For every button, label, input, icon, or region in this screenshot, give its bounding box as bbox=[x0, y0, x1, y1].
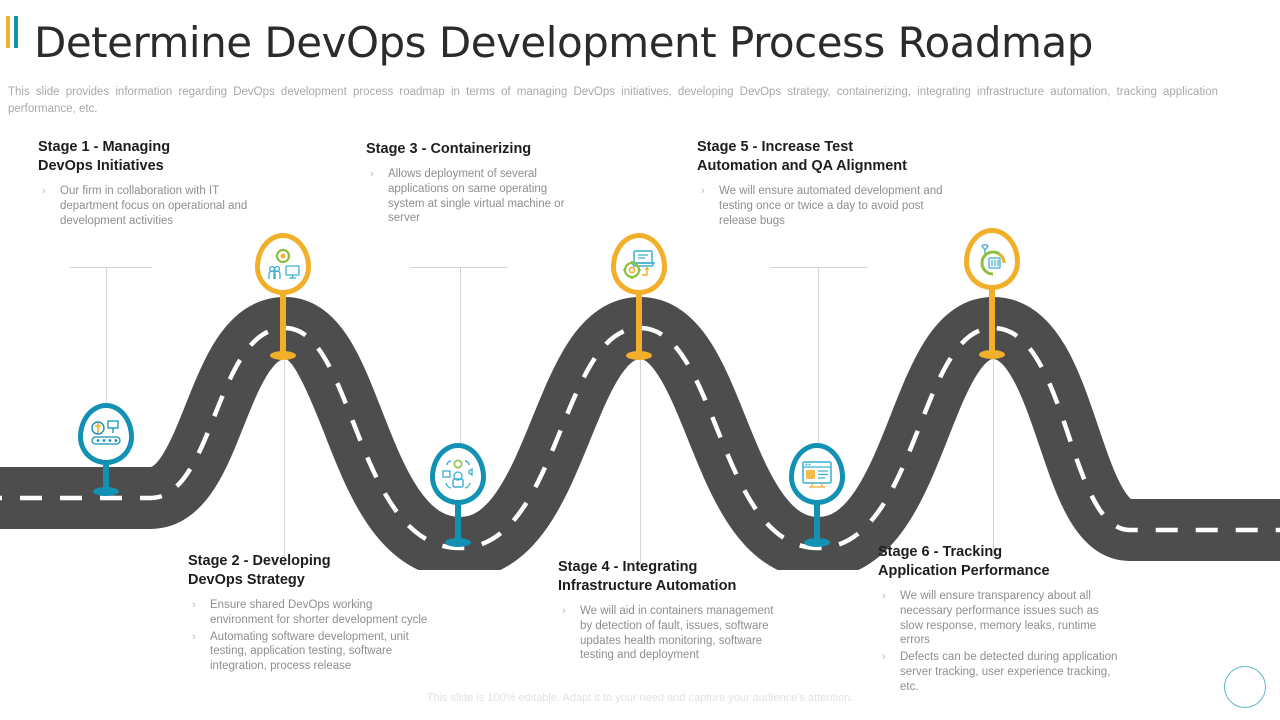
stage-pin-4[interactable] bbox=[611, 233, 671, 360]
list-item: ›Defects can be detected during applicat… bbox=[882, 651, 1118, 693]
list-item: ›We will aid in containers management by… bbox=[562, 605, 774, 662]
page-subtitle: This slide provides information regardin… bbox=[8, 86, 1218, 115]
stage-pin-1-head bbox=[78, 403, 134, 465]
stage-bullets-1: ›Our firm in collaboration with IT depar… bbox=[38, 184, 278, 228]
list-item: ›Ensure shared DevOps working environmen… bbox=[192, 599, 428, 626]
list-item: ›We will ensure transparency about all n… bbox=[882, 590, 1099, 647]
stage-title-6: Stage 6 - Tracking Application Performan… bbox=[878, 544, 1050, 580]
chevron-right-icon: › bbox=[42, 185, 46, 198]
chevron-right-icon: › bbox=[562, 605, 566, 618]
stage-text-6: Stage 6 - Tracking Application Performan… bbox=[878, 543, 1123, 696]
guide-line-h-stage1 bbox=[70, 267, 152, 268]
stage-pin-5[interactable] bbox=[789, 443, 849, 547]
chevron-right-icon: › bbox=[370, 168, 374, 181]
chevron-right-icon: › bbox=[192, 630, 196, 643]
guide-line-v-stage1 bbox=[106, 267, 107, 427]
accent-bar-yellow bbox=[6, 16, 10, 48]
stage-pin-3[interactable] bbox=[430, 443, 490, 547]
stage-pin-6-base bbox=[979, 350, 1005, 359]
list-item: ›Allows deployment of several applicatio… bbox=[370, 168, 565, 225]
guide-line-v-stage5 bbox=[818, 267, 819, 467]
stage-title-5: Stage 5 - Increase Test Automation and Q… bbox=[697, 139, 907, 175]
chevron-right-icon: › bbox=[701, 185, 705, 198]
stage-pin-4-base bbox=[626, 351, 652, 360]
stage-pin-4-head bbox=[611, 233, 667, 295]
guide-line-v-stage2 bbox=[284, 267, 285, 567]
list-item: ›Our firm in collaboration with IT depar… bbox=[42, 185, 248, 227]
stage-pin-6-stem bbox=[989, 282, 995, 358]
stage-pin-3-stem bbox=[455, 497, 461, 543]
factory-conveyor-icon bbox=[88, 417, 124, 451]
chevron-right-icon: › bbox=[882, 651, 886, 664]
stage-pin-6-head bbox=[964, 228, 1020, 290]
list-item: ›We will ensure automated development an… bbox=[701, 185, 943, 227]
page-title: Determine DevOps Development Process Roa… bbox=[34, 18, 1093, 67]
laptop-gear-icon bbox=[621, 247, 657, 281]
list-item: ›Automating software development, unit t… bbox=[192, 630, 409, 673]
stage-pin-1-base bbox=[93, 487, 119, 496]
stage-pin-3-base bbox=[445, 538, 471, 547]
stage-pin-5-base bbox=[804, 538, 830, 547]
guide-line-v-stage4 bbox=[640, 267, 641, 569]
guide-line-v-stage3 bbox=[460, 267, 461, 467]
guide-line-v-stage6 bbox=[993, 267, 994, 557]
stage-text-3: Stage 3 - Containerizing ›Allows deploym… bbox=[366, 140, 581, 228]
stage-title-3: Stage 3 - Containerizing bbox=[366, 141, 532, 157]
stage-pin-2-head bbox=[255, 233, 311, 295]
stage-title-1: Stage 1 - Managing DevOps Initiatives bbox=[38, 139, 171, 175]
stage-text-4: Stage 4 - Integrating Infrastructure Aut… bbox=[558, 558, 788, 665]
stage-text-2: Stage 2 - Developing DevOps Strategy ›En… bbox=[188, 552, 438, 676]
gear-people-monitor-icon bbox=[265, 247, 301, 281]
stage-pin-6[interactable] bbox=[964, 228, 1024, 359]
stage-bullets-2: ›Ensure shared DevOps working environmen… bbox=[188, 598, 438, 674]
chevron-right-icon: › bbox=[192, 599, 196, 612]
stage-pin-3-head bbox=[430, 443, 486, 505]
stage-text-5: Stage 5 - Increase Test Automation and Q… bbox=[697, 138, 957, 230]
stage-pin-4-stem bbox=[636, 287, 642, 359]
container-network-icon bbox=[440, 457, 476, 491]
accent-bar-teal bbox=[14, 16, 18, 48]
stage-pin-1-stem bbox=[103, 457, 109, 491]
browser-dashboard-icon bbox=[799, 457, 835, 491]
footer-note: This slide is 100% editable. Adapt it to… bbox=[426, 692, 854, 704]
stage-title-4: Stage 4 - Integrating Infrastructure Aut… bbox=[558, 559, 737, 595]
accent-bars bbox=[6, 16, 18, 48]
stage-pin-5-stem bbox=[814, 497, 820, 543]
stage-text-1: Stage 1 - Managing DevOps Initiatives ›O… bbox=[38, 138, 278, 230]
stage-bullets-3: ›Allows deployment of several applicatio… bbox=[366, 167, 581, 226]
stage-bullets-4: ›We will aid in containers management by… bbox=[558, 604, 788, 663]
stage-pin-1[interactable] bbox=[78, 403, 138, 496]
stage-pin-5-head bbox=[789, 443, 845, 505]
decorative-circle bbox=[1224, 666, 1266, 708]
stage-bullets-6: ›We will ensure transparency about all n… bbox=[878, 589, 1123, 694]
stage-title-2: Stage 2 - Developing DevOps Strategy bbox=[188, 553, 331, 589]
stage-pin-2-base bbox=[270, 351, 296, 360]
stage-bullets-5: ›We will ensure automated development an… bbox=[697, 184, 957, 228]
stage-pin-2-stem bbox=[280, 287, 286, 359]
guide-line-h-stage5 bbox=[770, 267, 868, 268]
chevron-right-icon: › bbox=[882, 590, 886, 603]
guide-line-h-stage3 bbox=[410, 267, 508, 268]
gauge-meter-icon bbox=[974, 242, 1010, 276]
stage-pin-2[interactable] bbox=[255, 233, 315, 360]
